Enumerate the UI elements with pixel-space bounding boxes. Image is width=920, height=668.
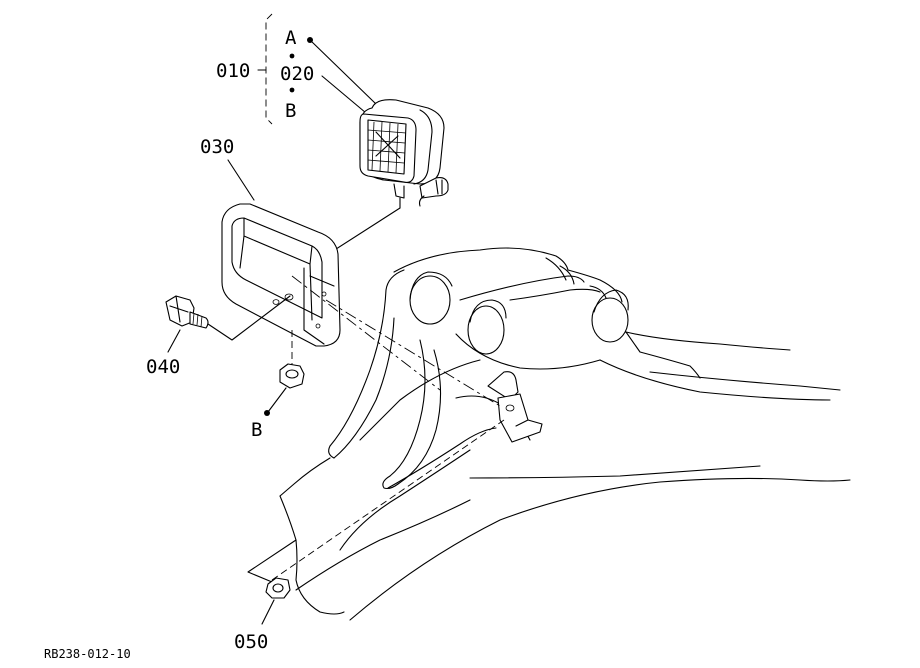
part-label-010: 010	[216, 60, 250, 82]
assembly-axis-nut-050	[271, 419, 505, 581]
nut-050-pointer	[247, 539, 297, 583]
callout-bracket	[257, 13, 273, 125]
leader-b-bottom	[267, 387, 287, 413]
bolt-040-leader	[207, 295, 291, 341]
leader-030	[227, 159, 255, 201]
nut-050	[265, 577, 291, 599]
part-label-030: 030	[200, 136, 234, 158]
lamp-guard	[221, 203, 341, 347]
figure-code: RB238-012-10	[44, 647, 131, 661]
leader-a	[309, 39, 377, 105]
leader-020	[321, 75, 373, 119]
ref-label-b-top: B	[285, 100, 296, 122]
assembly-axis-cable	[291, 275, 441, 391]
part-label-040: 040	[146, 356, 180, 378]
nut-b	[279, 363, 305, 389]
part-label-050: 050	[234, 631, 268, 653]
bolt-040	[165, 295, 209, 329]
assembly-axis-guard-to-clip	[325, 299, 501, 407]
part-label-020: 020	[280, 63, 314, 85]
boom-structure	[279, 247, 851, 621]
ref-dot-b-bottom	[264, 410, 270, 416]
ref-dot-b-top	[289, 87, 295, 93]
leader-040	[167, 329, 181, 353]
work-lamp	[359, 99, 449, 209]
leader-050	[261, 599, 275, 625]
ref-label-b-bottom: B	[251, 419, 262, 441]
ref-dot-mid	[289, 53, 295, 59]
ref-label-a: A	[285, 27, 297, 49]
